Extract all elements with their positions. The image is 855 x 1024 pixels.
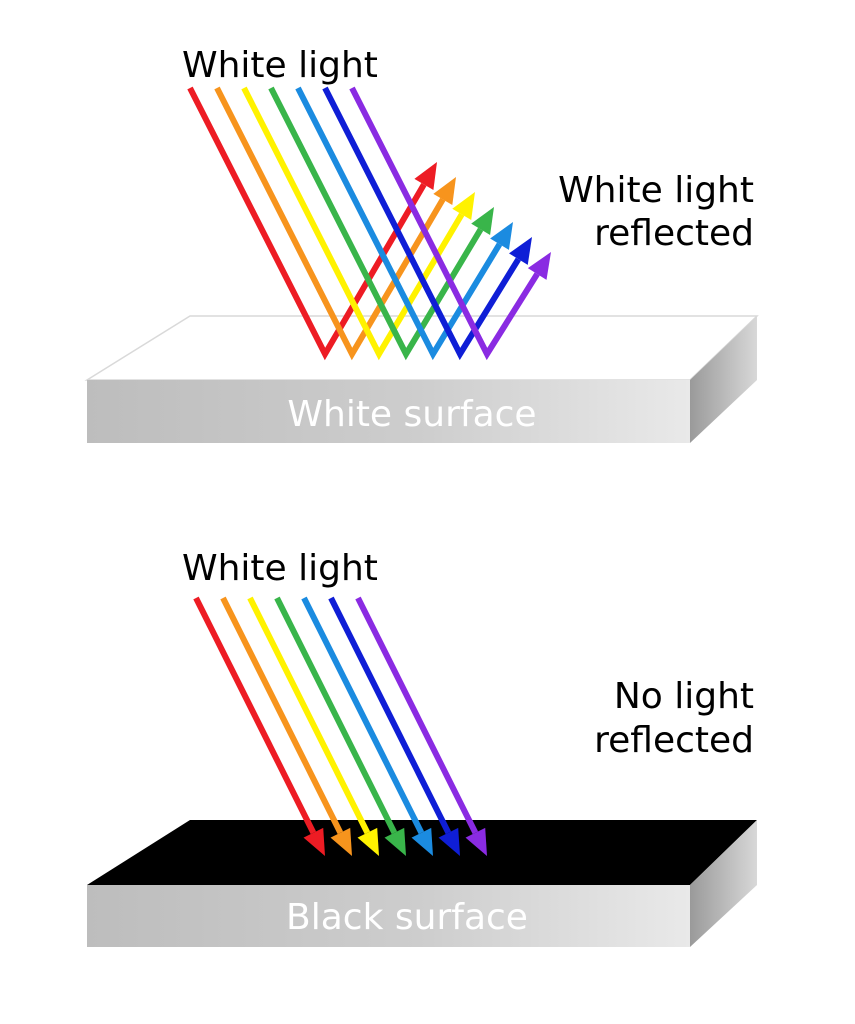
white-surface-label: White surface bbox=[287, 394, 536, 435]
white-light-label: White light bbox=[182, 45, 378, 86]
ray-arrowhead bbox=[411, 827, 433, 856]
light-ray bbox=[349, 86, 540, 361]
black-surface-front-face bbox=[87, 885, 690, 947]
reflected-rays bbox=[187, 86, 551, 361]
light-ray bbox=[355, 596, 479, 835]
ray-arrowhead bbox=[527, 252, 551, 280]
light-ray bbox=[214, 86, 446, 361]
light-ray bbox=[247, 596, 371, 835]
no-light-label-line1: No light bbox=[614, 676, 754, 717]
black-surface-side-face bbox=[690, 820, 757, 947]
ray-arrowhead bbox=[438, 827, 460, 856]
black-surface-top-face bbox=[87, 820, 757, 885]
black-surface-label: Black surface bbox=[286, 897, 528, 938]
light-ray bbox=[328, 596, 452, 835]
white-surface-front-face bbox=[87, 380, 690, 443]
white-surface-slab bbox=[84, 315, 759, 443]
ray-arrowhead bbox=[509, 237, 532, 265]
ray-arrowhead bbox=[414, 162, 437, 191]
light-ray bbox=[241, 86, 465, 361]
white-surface-panel: White light White light reflected White … bbox=[84, 45, 759, 443]
ray-arrowhead bbox=[465, 827, 487, 856]
ray-arrowhead bbox=[490, 222, 513, 250]
light-ray bbox=[220, 596, 344, 835]
light-ray bbox=[322, 86, 521, 361]
absorbed-rays bbox=[193, 596, 487, 856]
ray-arrowhead bbox=[303, 827, 325, 856]
reflected-label-line1: White light bbox=[558, 170, 754, 211]
ray-arrowhead bbox=[452, 192, 475, 220]
black-surface-panel: White light No light reflected Black sur… bbox=[87, 548, 757, 947]
no-light-label-line2: reflected bbox=[594, 720, 754, 761]
ray-arrowhead bbox=[471, 207, 494, 235]
light-ray bbox=[193, 596, 317, 835]
ray-arrowhead bbox=[330, 827, 352, 856]
ray-arrowhead bbox=[384, 827, 406, 856]
white-light-label-2: White light bbox=[182, 548, 378, 589]
light-ray bbox=[268, 86, 484, 361]
black-surface-slab bbox=[87, 820, 757, 947]
light-ray bbox=[274, 596, 398, 835]
light-ray bbox=[187, 86, 427, 361]
light-ray bbox=[295, 86, 503, 361]
light-ray bbox=[301, 596, 425, 835]
reflected-label-line2: reflected bbox=[594, 213, 754, 254]
white-surface-side-face bbox=[690, 316, 757, 443]
ray-arrowhead bbox=[357, 827, 379, 856]
ray-arrowhead bbox=[433, 177, 456, 205]
